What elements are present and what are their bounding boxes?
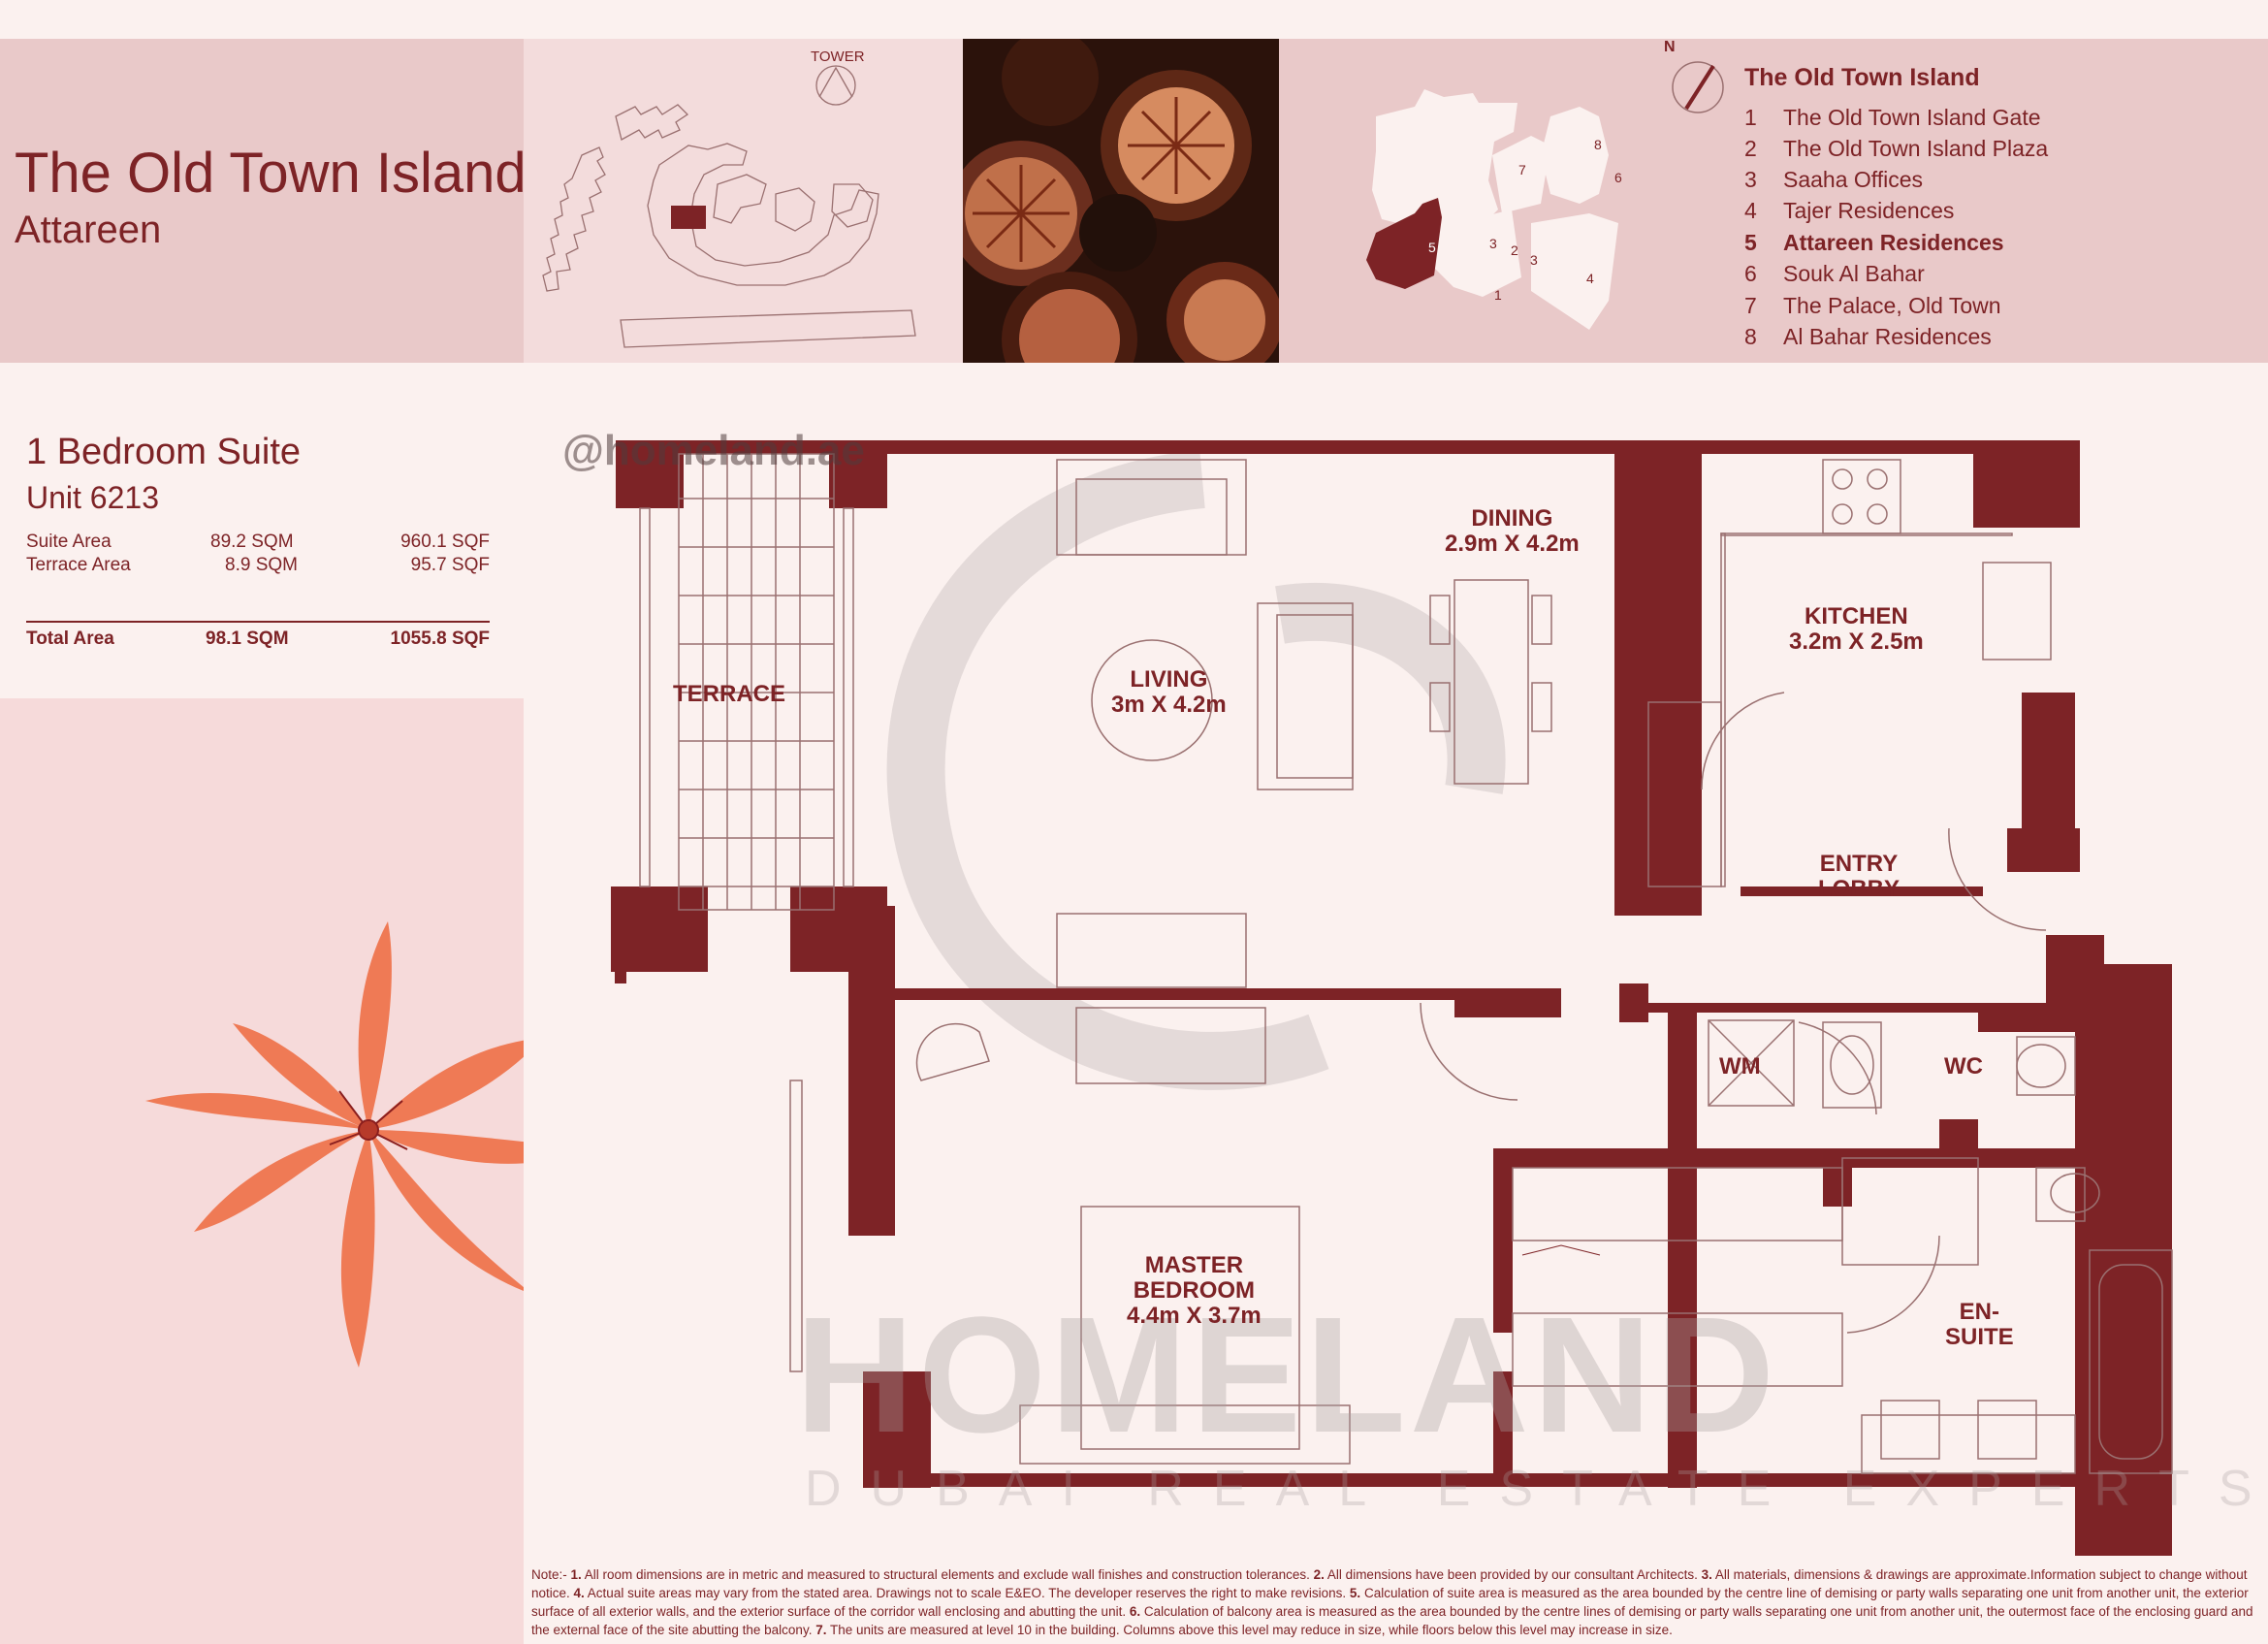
room-label-wc: WC bbox=[1944, 1053, 1983, 1080]
walls bbox=[611, 440, 2172, 1556]
room-label-ensuite: EN-SUITE bbox=[1945, 1299, 2014, 1350]
watermark-logo bbox=[886, 450, 1506, 1090]
map-number: 8 bbox=[1594, 137, 1602, 152]
terrace-grid bbox=[679, 454, 834, 910]
watermark-tagline: DUBAI REAL ESTATE EXPERTS bbox=[805, 1461, 2268, 1517]
citrus-photo bbox=[963, 39, 1279, 363]
location-map bbox=[1366, 61, 1724, 330]
page-subtitle: Attareen bbox=[15, 209, 162, 251]
flower-panel bbox=[0, 698, 591, 1644]
legend-title: The Old Town Island bbox=[1744, 64, 1980, 91]
watermark-handle: @homeland.ae bbox=[562, 427, 865, 474]
title-panel bbox=[0, 39, 524, 363]
map-number: 7 bbox=[1518, 162, 1526, 177]
unit-location-marker bbox=[671, 206, 706, 229]
room-label-terrace: TERRACE bbox=[673, 681, 786, 707]
compass-north-label: N bbox=[1664, 39, 1676, 55]
site-plan-drawing bbox=[542, 65, 916, 348]
tower-label: TOWER bbox=[811, 48, 865, 65]
suite-title: 1 Bedroom Suite bbox=[26, 432, 302, 472]
page-title: The Old Town Island bbox=[15, 142, 527, 205]
site-plan-panel: TOWER bbox=[524, 39, 963, 363]
map-number: 3 bbox=[1530, 252, 1538, 268]
lily-flower-image bbox=[145, 921, 591, 1368]
disclaimer-notes: Note:- 1. All room dimensions are in met… bbox=[531, 1567, 2253, 1637]
attareen-highlight bbox=[1366, 198, 1442, 289]
compass-icon bbox=[1672, 61, 1724, 113]
map-number: 4 bbox=[1586, 271, 1594, 286]
map-number: 6 bbox=[1614, 170, 1622, 185]
room-label-wm: WM bbox=[1719, 1053, 1761, 1080]
map-number: 3 bbox=[1489, 236, 1497, 251]
watermark-brand: HOMELAND bbox=[795, 1283, 1779, 1467]
map-number: 2 bbox=[1511, 242, 1518, 258]
area-divider bbox=[26, 621, 490, 623]
map-number: 1 bbox=[1494, 287, 1502, 303]
map-number: 5 bbox=[1428, 240, 1436, 255]
floor-plan bbox=[611, 440, 2173, 1556]
location-map-panel bbox=[1279, 39, 2268, 363]
unit-number: Unit 6213 bbox=[26, 480, 159, 515]
